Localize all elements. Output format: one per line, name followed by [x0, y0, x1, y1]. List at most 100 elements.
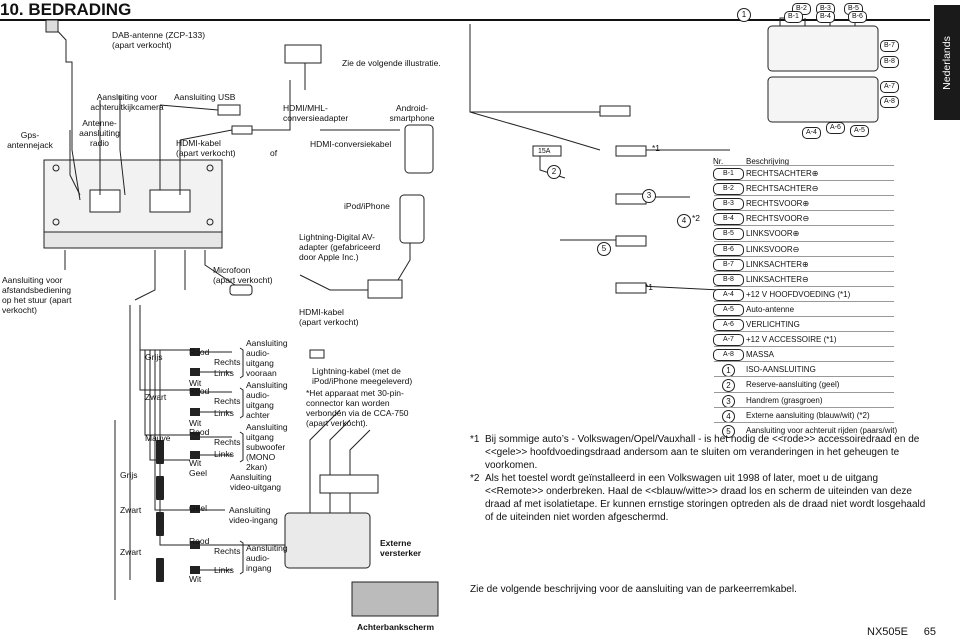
- legend-desc: Reserve-aansluiting (geel): [746, 380, 840, 389]
- legend-rule: [714, 407, 894, 408]
- fuse-holder: [532, 145, 562, 157]
- legend-desc: LINKSACHTER⊖: [746, 275, 809, 284]
- pin-b1: B-1: [784, 11, 803, 23]
- label-rood-2: Rood: [189, 386, 210, 396]
- note-text: Als het toestel wordt geïnstalleerd in e…: [485, 473, 926, 523]
- legend-nr: A-8: [713, 349, 744, 361]
- label-microphone: Microfoon (apart verkocht): [213, 265, 273, 285]
- label-geel-1: Geel: [189, 468, 207, 478]
- page-number: 65: [923, 626, 936, 638]
- label-subwoofer: Aansluiting uitgang subwoofer (MONO 2kan…: [246, 422, 288, 472]
- legend-rule: [714, 392, 894, 393]
- legend-nr: A-4: [713, 289, 744, 301]
- microphone: [229, 284, 253, 296]
- cable-tag: [156, 558, 164, 582]
- head-unit: [43, 159, 223, 233]
- legend-rule: [714, 195, 894, 196]
- label-links-1: Links: [214, 368, 234, 378]
- android-phone: [404, 124, 434, 174]
- label-grijs-2: Grijs: [120, 470, 138, 480]
- legend-rule: [714, 346, 894, 347]
- note-1: *1 Bij sommige auto’s - Volkswagen/Opel/…: [470, 433, 930, 473]
- label-dab: DAB-antenne (ZCP-133) (apart verkocht): [112, 30, 206, 50]
- legend-desc: +12 V HOOFDVOEDING (*1): [746, 290, 851, 299]
- label-zwart-2: Zwart: [120, 505, 142, 515]
- legend-rule: [714, 316, 894, 317]
- lightning-plug: [309, 349, 325, 359]
- label-rood-3: Rood: [189, 427, 210, 437]
- legend-desc: LINKSVOOR⊖: [746, 245, 800, 254]
- legend-nr: B-2: [713, 183, 744, 195]
- legend-nr: A-7: [713, 334, 744, 346]
- legend-nr: 2: [722, 379, 735, 392]
- star-1-a: *1: [652, 143, 661, 153]
- label-audio-rear: Aansluiting audio- uitgang achter: [246, 380, 288, 420]
- label-hdmi-conv-cable: HDMI-conversiekabel: [310, 139, 392, 149]
- legend-desc: Aansluiting voor achteruit rijden (paars…: [746, 426, 898, 435]
- label-rood-1: Rood: [189, 347, 210, 357]
- dab-antenna: [45, 19, 59, 33]
- legend-desc: RECHTSACHTER⊖: [746, 184, 819, 193]
- legend-header-nr: Nr.: [713, 157, 724, 166]
- callout-1: 1: [737, 8, 751, 22]
- legend-rule: [714, 241, 894, 242]
- callout-4: 4: [677, 214, 691, 228]
- label-audio-in: Aansluiting audio- ingang: [246, 543, 288, 573]
- legend-rule: [714, 301, 894, 302]
- legend-desc: Handrem (grasgroen): [746, 396, 823, 405]
- label-rechts-3: Rechts: [214, 437, 241, 447]
- usb-plug: [217, 104, 241, 116]
- legend-desc: RECHTSVOOR⊖: [746, 214, 810, 223]
- label-video-out: Aansluiting video-uitgang: [230, 472, 282, 492]
- legend-desc: Externe aansluiting (blauw/wit) (*2): [746, 411, 870, 420]
- label-ipod: iPod/iPhone: [344, 201, 390, 211]
- legend-desc: +12 V ACCESSOIRE (*1): [746, 335, 837, 344]
- label-wit-1: Wit: [189, 378, 202, 388]
- iso-connector-b: [767, 25, 879, 72]
- label-zwart-1: Zwart: [145, 392, 167, 402]
- legend-rule: [714, 180, 894, 181]
- iso-connector-a: [767, 76, 879, 123]
- callout-3: 3: [642, 189, 656, 203]
- legend-rule: [714, 422, 894, 423]
- label-links-3: Links: [214, 449, 234, 459]
- cable-tag: [156, 512, 164, 536]
- legend-nr: A-5: [713, 304, 744, 316]
- pin-a6: A-6: [826, 122, 845, 134]
- legend-nr: B-8: [713, 274, 744, 286]
- label-zwart-3: Zwart: [120, 547, 142, 557]
- legend-rule: [714, 225, 894, 226]
- pin-a5: A-5: [850, 125, 869, 137]
- callout-5: 5: [597, 242, 611, 256]
- label-hdmi-mhl: HDMI/MHL- conversieadapter: [283, 103, 349, 123]
- label-lightning-cable: Lightning-kabel (met de iPod/iPhone meeg…: [312, 366, 413, 386]
- legend-rule: [714, 271, 894, 272]
- label-links-2: Links: [214, 408, 234, 418]
- label-wit-2: Wit: [189, 418, 202, 428]
- label-see-illustration: Zie de volgende illustratie.: [342, 58, 441, 68]
- legend-nr: B-5: [713, 228, 744, 240]
- legend-rule: [714, 210, 894, 211]
- page-title: 10. BEDRADING: [0, 0, 132, 19]
- label-rood-4: Rood: [189, 536, 210, 546]
- legend-header-desc: Beschrijving: [746, 157, 790, 166]
- label-hdmi-cable-top: HDMI-kabel (apart verkocht): [176, 138, 236, 158]
- fuse-label: 15A: [538, 148, 551, 155]
- label-audio-front: Aansluiting audio- uitgang vooraan: [246, 338, 288, 378]
- label-video-in: Aansluiting video-ingang: [229, 505, 278, 525]
- hdmi-mhl-adapter: [284, 44, 322, 64]
- legend-nr: B-3: [713, 198, 744, 210]
- label-android: Android- smartphone: [389, 103, 435, 123]
- legend-desc: RECHTSACHTER⊕: [746, 169, 819, 178]
- legend-rule: [714, 286, 894, 287]
- label-mauve: Mauve: [145, 433, 171, 443]
- rear-screen: [351, 581, 439, 617]
- model-name: NX505E: [867, 626, 908, 638]
- label-camera: Aansluiting voor achteruitkijkcamera: [90, 92, 164, 112]
- label-ext-amp: Externe versterker: [380, 538, 422, 558]
- label-wit-4: Wit: [189, 574, 202, 584]
- legend-rule: [714, 331, 894, 332]
- label-radio: Antenne- aansluiting radio: [79, 118, 120, 148]
- star-2: *2: [692, 213, 701, 223]
- pin-a8: A-8: [880, 96, 899, 108]
